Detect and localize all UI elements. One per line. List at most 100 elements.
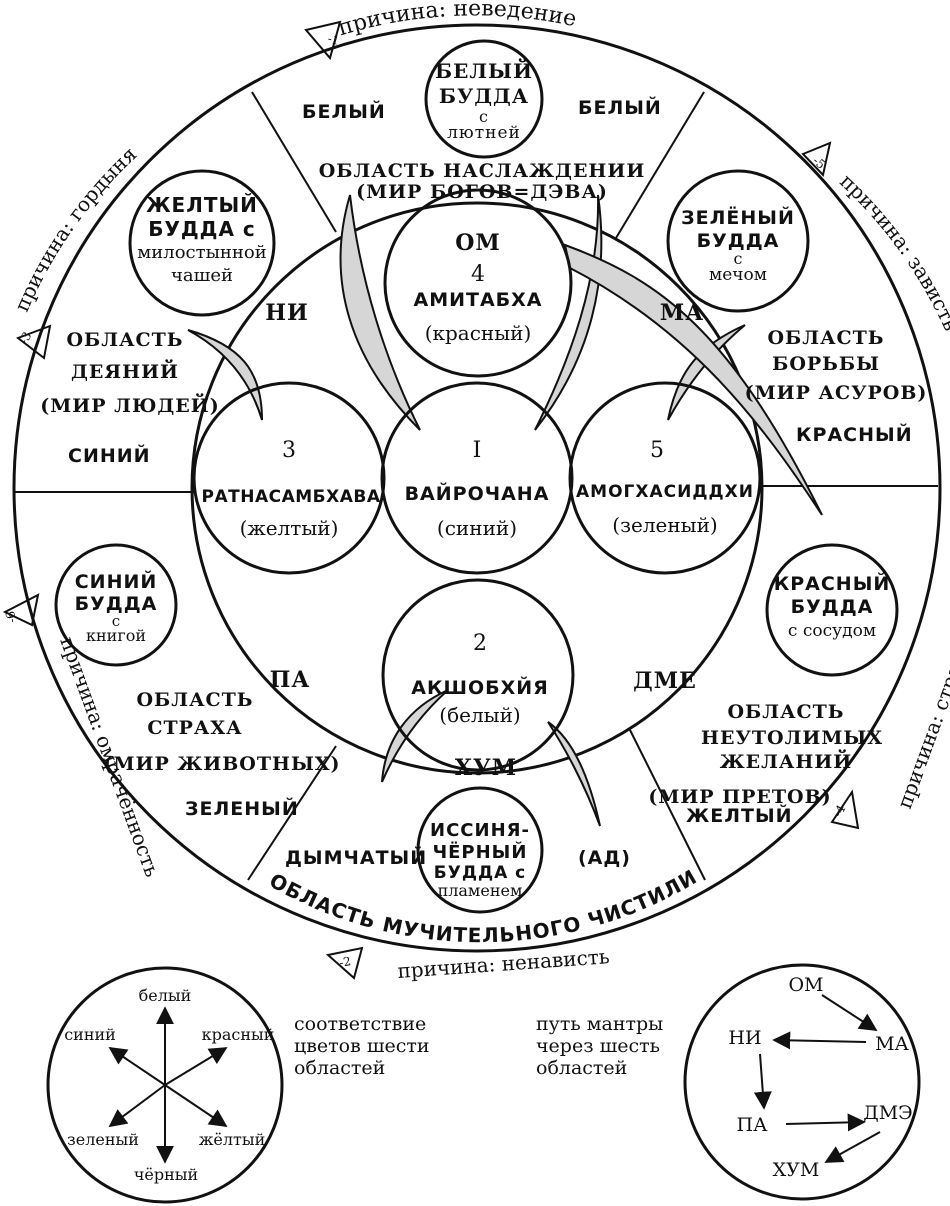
svg-text:ДЕЯНИЙ: ДЕЯНИЙ — [71, 359, 179, 383]
syllable-hum: ХУМ — [455, 755, 517, 781]
svg-text:жёлтый: жёлтый — [199, 1130, 266, 1149]
color-yellow: ЖЕЛТЫЙ — [686, 804, 793, 827]
svg-text:ОМ: ОМ — [788, 974, 823, 996]
dhyani-5-label: 5 АМОГХАСИДДХИ (зеленый) — [576, 438, 753, 537]
svg-text:БУДДА: БУДДА — [439, 84, 529, 108]
svg-text:(красный): (красный) — [425, 321, 532, 345]
red-buddha-label: КРАСНЫЙ БУДДА с сосудом — [774, 572, 891, 641]
svg-text:(синий): (синий) — [437, 516, 517, 540]
realm-gods-label: ОБЛАСТЬ НАСЛАЖДЕНИИ (МИР БОГОВ=ДЭВА) — [319, 160, 646, 203]
svg-text:путь мантры: путь мантры — [536, 1013, 663, 1035]
cause-1-triangle — [304, 20, 342, 61]
horn-top-right — [534, 194, 603, 431]
svg-text:лютней: лютней — [447, 123, 521, 143]
green-buddha-label: ЗЕЛЁНЫЙ БУДДА с мечом — [681, 205, 794, 285]
dhyani-3-label: 3 РАТНАСАМБХАВА (желтый) — [202, 438, 381, 540]
syllable-dme: ДМЕ — [633, 668, 697, 694]
svg-text:АМИТАБХА: АМИТАБХА — [413, 289, 542, 311]
legend-colors-arrows — [108, 1006, 228, 1164]
green-buddha-circle — [666, 169, 810, 313]
svg-text:(МИР ЖИВОТНЫХ): (МИР ЖИВОТНЫХ) — [103, 753, 340, 775]
white-buddha-circle — [424, 39, 544, 159]
legend-mantra-labels: ОМ МА НИ ПА ДМЭ ХУМ — [728, 974, 912, 1181]
color-green: ЗЕЛЕНЫЙ — [185, 797, 299, 820]
svg-text:ЖЕЛАНИЙ: ЖЕЛАНИЙ — [720, 749, 853, 773]
legend-mantra-caption: путь мантры через шесть областей — [536, 1013, 663, 1079]
svg-text:ОБЛАСТЬ: ОБЛАСТЬ — [136, 689, 253, 711]
svg-text:красный: красный — [202, 1025, 275, 1044]
syllables: ОМ НИ МА ПА ДМЕ ХУМ — [265, 230, 704, 781]
cause-1-number: -1 — [326, 31, 341, 48]
color-smoky: ДЫМЧАТЫЙ — [285, 846, 427, 869]
inner-wheel — [190, 201, 764, 775]
svg-text:БУДДА: БУДДА — [697, 230, 780, 252]
dhyani-1-label: I ВАЙРОЧАНА (синий) — [405, 438, 549, 540]
svg-text:МА: МА — [875, 1033, 909, 1055]
white-buddha-label: БЕЛЫЙ БУДДА с лютней — [435, 57, 533, 143]
svg-text:милостынной: милостынной — [137, 242, 266, 263]
svg-text:соответствие: соответствие — [294, 1013, 426, 1035]
svg-text:НИ: НИ — [728, 1027, 761, 1049]
svg-text:ЖЕЛТЫЙ: ЖЕЛТЫЙ — [146, 193, 258, 217]
syllable-ma: МА — [660, 300, 704, 326]
svg-text:ОБЛАСТЬ: ОБЛАСТЬ — [767, 327, 884, 349]
cause-2-triangle — [325, 946, 364, 980]
legend-colors-labels: белый синий красный зеленый жёлтый чёрны… — [64, 986, 274, 1184]
cause-3-triangle — [15, 324, 52, 360]
svg-text:ДМЭ: ДМЭ — [863, 1102, 912, 1124]
dhyani-3-circle — [192, 381, 386, 575]
svg-text:КРАСНЫЙ: КРАСНЫЙ — [774, 572, 891, 595]
svg-text:НЕУТОЛИМЫХ: НЕУТОЛИМЫХ — [701, 727, 883, 749]
svg-text:2: 2 — [473, 631, 487, 656]
svg-text:областей: областей — [294, 1057, 385, 1079]
svg-text:СИНИЙ: СИНИЙ — [75, 570, 158, 593]
black-buddha-label: ИССИНЯ- ЧЁРНЫЙ БУДДА с пламенем — [430, 820, 529, 900]
svg-text:ПА: ПА — [737, 1114, 769, 1136]
svg-text:БУДДА: БУДДА — [75, 593, 158, 615]
realm-humans-label: ОБЛАСТЬ ДЕЯНИЙ (МИР ЛЮДЕЙ) — [40, 329, 219, 417]
svg-text:3: 3 — [282, 438, 296, 463]
svg-text:(МИР АСУРОВ): (МИР АСУРОВ) — [745, 382, 928, 404]
svg-text:БОРЬБЫ: БОРЬБЫ — [772, 353, 880, 375]
svg-text:синий: синий — [64, 1025, 116, 1044]
stream-ma — [563, 243, 823, 516]
svg-text:БЕЛЫЙ: БЕЛЫЙ — [435, 57, 533, 83]
svg-text:БУДДА с: БУДДА с — [434, 863, 527, 883]
svg-text:ОБЛАСТЬ: ОБЛАСТЬ — [66, 329, 183, 351]
realm-asuras-label: ОБЛАСТЬ БОРЬБЫ (МИР АСУРОВ) — [745, 327, 928, 404]
svg-text:(МИР БОГОВ=ДЭВА): (МИР БОГОВ=ДЭВА) — [356, 181, 608, 203]
svg-text:с: с — [734, 249, 743, 268]
cause-1-text: причина: неведение — [335, 0, 578, 41]
cause-6-triangle — [2, 593, 40, 627]
outer-wheel — [12, 23, 942, 953]
svg-text:зеленый: зеленый — [67, 1130, 139, 1149]
svg-text:белый: белый — [139, 986, 192, 1005]
svg-text:(МИР ЛЮДЕЙ): (МИР ЛЮДЕЙ) — [40, 393, 219, 417]
svg-text:книгой: книгой — [86, 626, 146, 645]
svg-text:(МИР ПРЕТОВ): (МИР ПРЕТОВ) — [648, 786, 831, 808]
cause-4-number: -4 — [830, 802, 848, 819]
blue-buddha-label: СИНИЙ БУДДА с книгой — [75, 570, 158, 645]
dhyani-2-label: 2 АКШОБХЙЯ (белый) — [411, 631, 548, 727]
svg-text:I: I — [473, 438, 482, 463]
svg-text:пламенем: пламенем — [438, 881, 523, 900]
svg-text:областей: областей — [536, 1057, 627, 1079]
dhyani-2-circle — [381, 578, 575, 772]
svg-text:БУДДА с: БУДДА с — [148, 217, 256, 241]
realm-pretas-label: ОБЛАСТЬ НЕУТОЛИМЫХ ЖЕЛАНИЙ (МИР ПРЕТОВ) — [648, 701, 883, 808]
color-white-right: БЕЛЫЙ — [578, 96, 662, 119]
horn-top-left — [339, 194, 421, 431]
svg-text:чёрный: чёрный — [134, 1165, 198, 1184]
hell-realm-title: ОБЛАСТЬ МУЧИТЕЛЬНОГО ЧИСТИЛИЩА — [0, 0, 700, 947]
svg-text:СТРАХА: СТРАХА — [147, 717, 242, 739]
realm-hell-short-label: (АД) — [578, 847, 631, 869]
svg-text:5: 5 — [650, 438, 664, 463]
color-blue: СИНИЙ — [68, 444, 151, 467]
svg-text:(желтый): (желтый) — [240, 516, 339, 540]
svg-text:ОБЛАСТЬ НАСЛАЖДЕНИИ: ОБЛАСТЬ НАСЛАЖДЕНИИ — [319, 160, 646, 182]
horn-left — [187, 329, 263, 421]
color-red: КРАСНЫЙ — [796, 423, 913, 446]
spoke-top-left — [251, 91, 337, 233]
cause-2-number: -2 — [338, 954, 352, 970]
svg-text:ХУМ: ХУМ — [773, 1159, 820, 1181]
